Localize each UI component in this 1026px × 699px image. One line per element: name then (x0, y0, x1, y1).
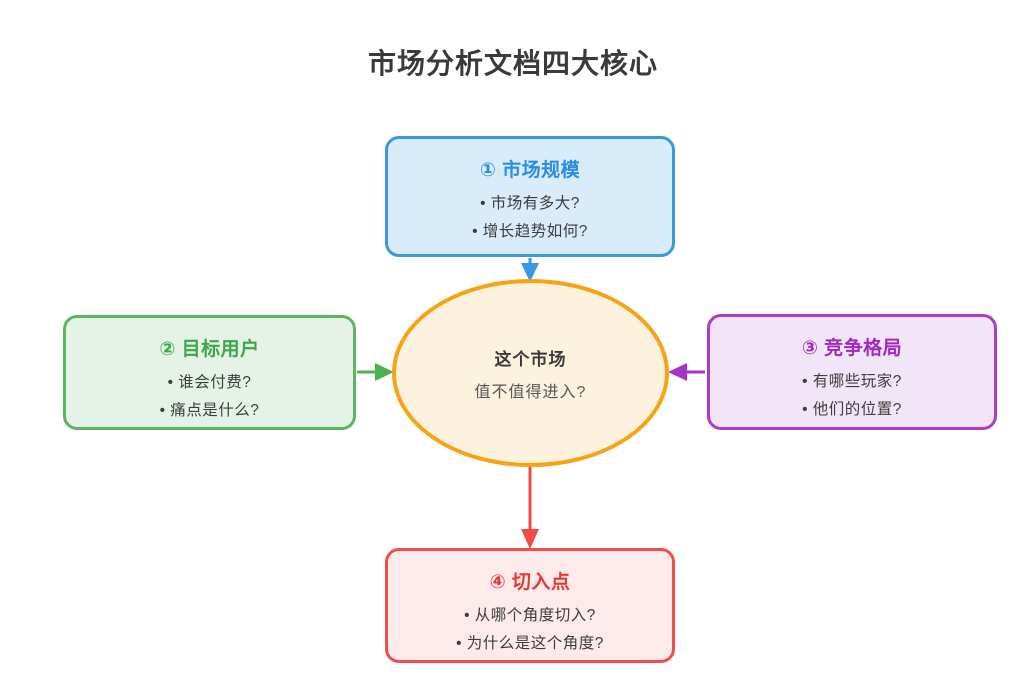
node-target-users-title: ② 目标用户 (159, 339, 260, 360)
center-ellipse-title: 这个市场 (494, 349, 567, 369)
node-target-users: ② 目标用户 • 谁会付费? • 痛点是什么? (63, 315, 356, 430)
node-entry-point-bullet-1: • 从哪个角度切入? (464, 607, 596, 624)
node-competition-title: ③ 竞争格局 (801, 338, 903, 359)
node-competition: ③ 竞争格局 • 有哪些玩家? • 他们的位置? (707, 314, 997, 430)
node-target-users-bullet-2: • 痛点是什么? (159, 402, 260, 419)
center-ellipse-this-market: 这个市场 值不值得进入? (392, 279, 669, 467)
node-entry-point-title: ④ 切入点 (489, 572, 571, 593)
node-entry-point-bullet-2: • 为什么是这个角度? (456, 635, 604, 652)
node-market-size-title: ① 市场规模 (479, 160, 581, 181)
node-target-users-bullet-1: • 谁会付费? (167, 374, 252, 391)
diagram-title: 市场分析文档四大核心 (367, 48, 658, 79)
node-competition-bullet-2: • 他们的位置? (802, 401, 902, 418)
node-market-size: ① 市场规模 • 市场有多大? • 增长趋势如何? (385, 136, 675, 257)
node-competition-bullet-1: • 有哪些玩家? (802, 373, 902, 390)
node-market-size-bullet-2: • 增长趋势如何? (472, 223, 588, 240)
arrow-competition-to-center-icon (668, 363, 705, 381)
arrow-center-to-entry-point-icon (521, 467, 539, 549)
node-entry-point: ④ 切入点 • 从哪个角度切入? • 为什么是这个角度? (385, 548, 675, 663)
arrow-target-users-to-center-icon (357, 363, 394, 381)
node-market-size-bullet-1: • 市场有多大? (480, 195, 580, 212)
center-ellipse-question: 值不值得进入? (474, 383, 587, 401)
